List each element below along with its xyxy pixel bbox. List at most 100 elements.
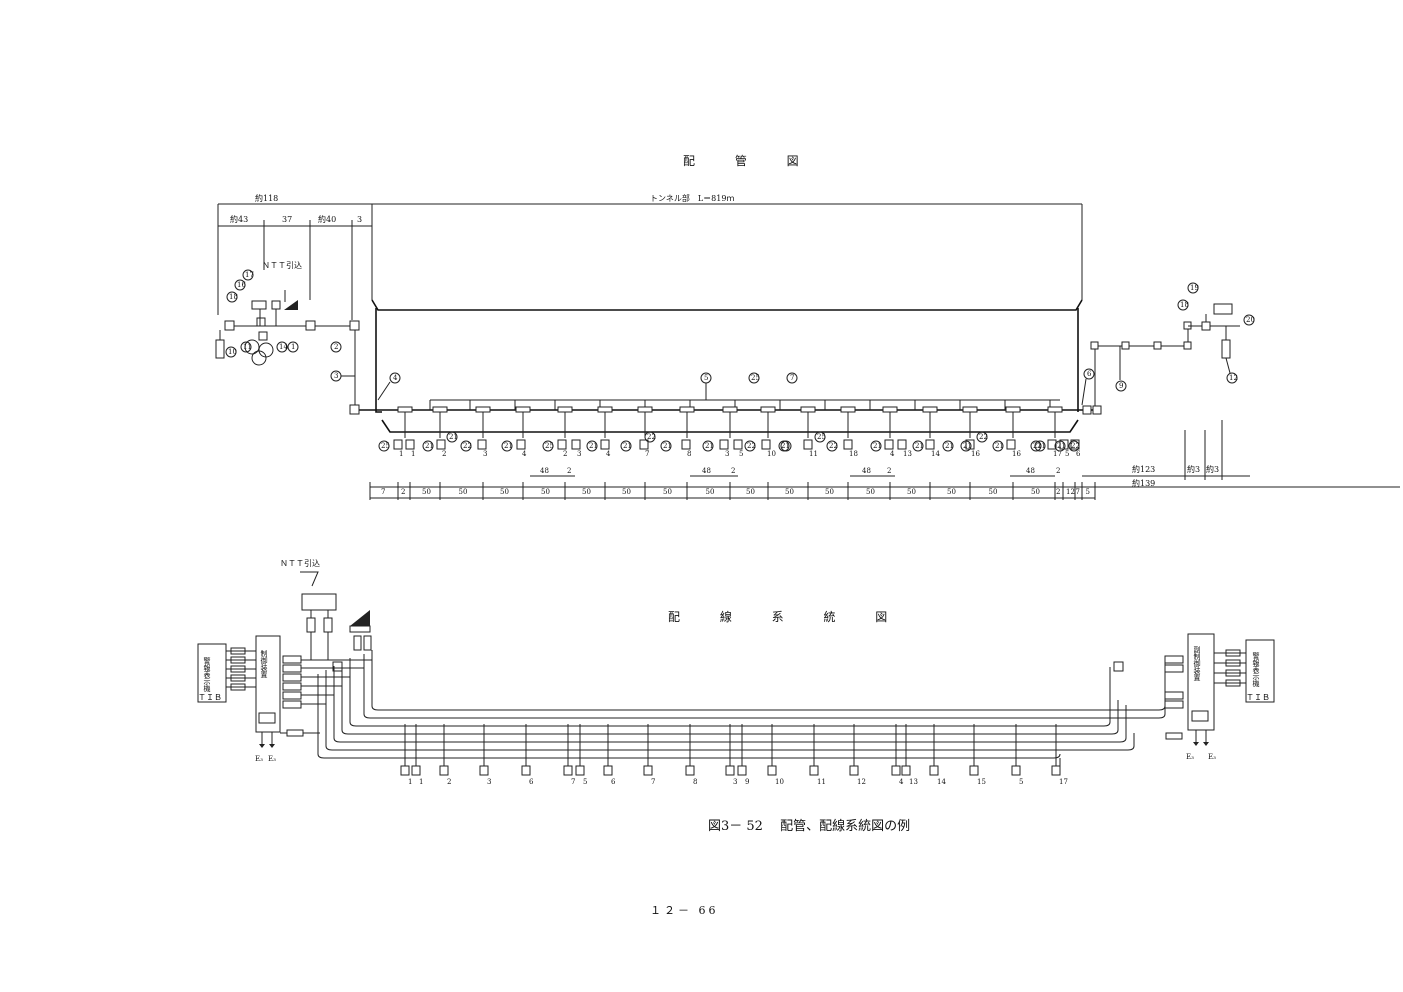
wiring-device-number: 7 [651,778,655,786]
wiring-device [849,765,859,776]
wiring-device-number: 11 [817,778,826,786]
equipment-box-number: 3 [483,450,487,458]
callout-number: 21 [663,442,672,450]
pull-box [397,406,413,413]
svg-text:3: 3 [334,372,338,380]
wire [317,674,1061,759]
equipment-box-number: 3 [725,450,729,458]
equipment-box [803,439,813,450]
callout-number: 22 [463,442,472,450]
fuse [363,635,372,651]
equipment-box-number: 4 [522,450,527,458]
equipment-box [884,439,894,450]
callout-number: 22 [647,433,656,441]
svg-text:18: 18 [229,293,238,301]
svg-text:48: 48 [862,467,871,475]
equipment-box [477,439,487,450]
equipment-box [733,439,743,450]
span-48-dims: 48 2 48 2 48 2 48 2 [530,467,1060,477]
wiring-device [643,765,653,776]
ntt-label-wiring: ＮＴＴ引込 [280,559,320,568]
equipment-box-number: 4 [606,450,611,458]
callout-circle [780,440,792,452]
equipment-box-number: 4 [890,450,895,458]
callout-number: 21 [963,442,972,450]
callout-circle [942,440,954,452]
callout-circle [912,440,924,452]
wiring-device-number: 9 [745,778,749,786]
wire [363,654,1166,719]
callout-circle [378,440,390,452]
pull-box [475,406,491,413]
wiring-device-number: 7 [571,778,575,786]
wiring-device [685,765,695,776]
wiring-device [891,765,901,776]
pull-box [760,406,776,413]
equipment-box-number: 2 [563,450,567,458]
svg-text:2: 2 [1056,467,1060,475]
equipment-box-number: 2 [442,450,446,458]
callout-number: 21 [623,442,632,450]
callout-circle [814,431,826,443]
pull-box [922,406,938,413]
left-callouts: 17 16 18 11 14 1 10 2 3 4 [225,269,401,401]
wiring-device [1051,765,1061,776]
svg-text:16: 16 [237,281,246,289]
right-callouts: 19 18 20 9 12 [1115,282,1255,392]
wiring-device-number: 17 [1059,778,1068,786]
svg-text:2: 2 [567,467,571,475]
equipment-box-number: 13 [903,450,912,458]
bottom-dim-label: 50 [1031,488,1040,496]
control-display [1191,710,1209,722]
callout-circle [870,440,882,452]
svg-text:E₃: E₃ [255,755,263,763]
wiring-device [1011,765,1021,776]
dim-43: 約43 [230,214,248,224]
dim-3: 3 [357,215,362,224]
pull-box [962,406,978,413]
svg-text:48: 48 [540,467,549,475]
svg-text:25: 25 [751,374,760,382]
svg-text:5: 5 [704,374,708,382]
left-terminal-stack [280,655,343,737]
tunnel-top [371,299,1083,311]
svg-text:約3: 約3 [1187,464,1200,474]
svg-text:E₃: E₃ [1208,753,1216,761]
bottom-dim-ticks [369,482,1096,500]
wiring-device [929,765,939,776]
svg-text:2: 2 [731,467,735,475]
equipment-box-number: 11 [809,450,818,458]
right-grounds: E₃ E₃ [1186,730,1216,761]
equipment-box [719,439,729,450]
bottom-dim-label: 50 [541,488,550,496]
equipment-box-number: 5 [1065,450,1069,458]
alarm-signal-icon [350,610,370,626]
svg-text:10: 10 [228,348,237,356]
callout-number: 22 [1071,442,1080,450]
callout-circle [976,431,988,443]
fuse [353,635,362,651]
callout-number: 21 [449,433,458,441]
equipment-box-number: 10 [767,450,776,458]
wiring-device [521,765,531,776]
bottom-dim-label: 2 [1056,488,1060,496]
callout-circle [702,440,714,452]
svg-text:19: 19 [1190,284,1199,292]
equipment-box-number: 14 [931,450,940,458]
equipment-box [925,439,935,450]
callout-number: 25 [381,442,390,450]
bottom-dim-label: 50 [907,488,916,496]
equipment-box [639,439,649,450]
wiring-device-number: 2 [447,778,451,786]
right-panel-connectors [1214,649,1246,687]
wiring-device-number: 4 [899,778,904,786]
wiring-device [809,765,819,776]
figure-caption: 図3－ 52 配管、配線系統図の例 [708,818,910,834]
equipment-box [557,439,567,450]
callout-number: 21 [705,442,714,450]
callout-circle [826,440,838,452]
wiring-device [479,765,489,776]
bottom-dim-label: 50 [422,488,431,496]
equipment-box [1006,439,1016,450]
